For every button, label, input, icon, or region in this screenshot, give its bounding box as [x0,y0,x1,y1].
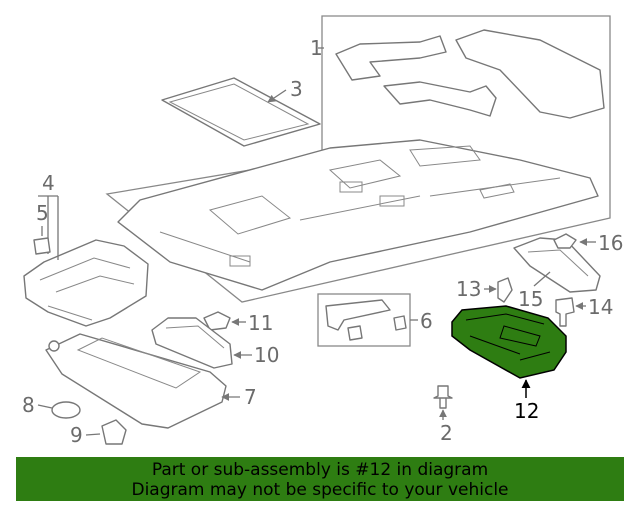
callout-2: 2 [440,421,453,445]
clip-part-6a [347,325,363,341]
callout-4: 4 [42,171,55,195]
callout-3: 3 [290,77,303,101]
holder-part-10 [151,317,233,369]
socket-part-14 [555,297,575,327]
duct-lower [383,81,497,117]
callout-6: 6 [420,309,433,333]
overhead-console [23,239,149,327]
clip-part-6b [393,315,407,331]
holder-part-9 [101,419,127,445]
clip-part-5 [33,237,51,255]
bulb-part-16 [553,233,577,249]
sunshade-panel [161,77,321,147]
dome-lamp-assembly-part-12 [451,305,567,379]
bulb-part-13 [497,277,513,303]
bracket-part-6 [325,299,391,331]
callout-5: 5 [36,201,49,225]
callout-10: 10 [254,343,279,367]
callout-12: 12 [514,399,539,423]
info-banner: Part or sub-assembly is #12 in diagram D… [16,457,624,501]
sun-visor [45,333,227,429]
callout-11: 11 [248,311,273,335]
ring-part-8 [51,401,81,419]
headliner-assembly-group [105,15,611,303]
duct-upper [335,35,447,81]
headliner [117,139,599,291]
callout-13: 13 [456,277,481,301]
callout-14: 14 [588,295,613,319]
screw-part-2 [433,385,453,409]
duct-right [455,29,605,119]
callout-8: 8 [22,393,35,417]
callout-7: 7 [244,385,257,409]
callout-16: 16 [598,231,623,255]
banner-line-2: Diagram may not be specific to your vehi… [131,480,509,500]
banner-line-1: Part or sub-assembly is #12 in diagram [151,460,489,480]
callout-9: 9 [70,423,83,447]
callout-15: 15 [518,287,543,311]
callout-1: 1 [310,36,323,60]
